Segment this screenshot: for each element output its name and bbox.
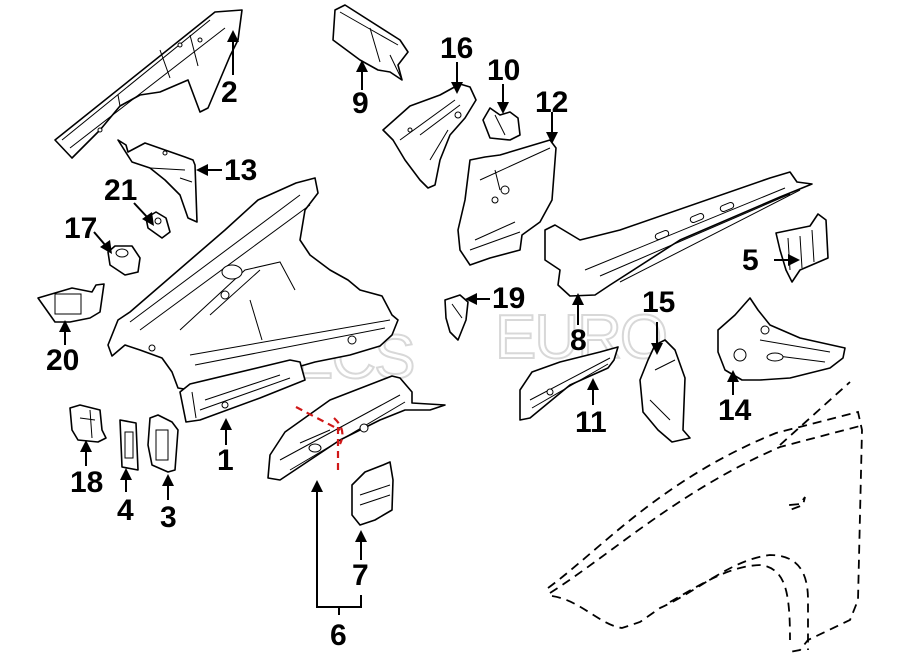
callout-21[interactable]: 21 [104, 174, 137, 207]
callout-5[interactable]: 5 [742, 244, 759, 277]
part-17-shock-mount-plate[interactable] [107, 245, 141, 276]
callout-14[interactable]: 14 [718, 394, 752, 427]
part-4-mount-plate[interactable] [119, 419, 139, 471]
part-20-front-apron-extension[interactable] [37, 283, 105, 323]
part-13-apron-brace[interactable] [117, 139, 198, 223]
callout-leaders [59, 30, 800, 615]
callout-9[interactable]: 9 [352, 87, 369, 120]
callout-12[interactable]: 12 [535, 86, 568, 119]
callout-1[interactable]: 1 [217, 444, 234, 477]
main-front-apron-assembly [107, 177, 399, 391]
callout-13[interactable]: 13 [224, 154, 257, 187]
part-6-front-rail-assembly[interactable] [267, 375, 446, 481]
callout-6[interactable]: 6 [330, 619, 347, 652]
callout-3[interactable]: 3 [160, 501, 177, 534]
part-3-bumper-mount-bracket[interactable] [147, 414, 179, 473]
part-10-small-support-bracket[interactable] [482, 107, 521, 141]
callout-16[interactable]: 16 [440, 32, 473, 65]
callout-15[interactable]: 15 [642, 286, 675, 319]
callout-10[interactable]: 10 [487, 54, 520, 87]
part-9-cowl-channel[interactable] [332, 4, 409, 81]
callout-4[interactable]: 4 [117, 494, 134, 527]
part-1-front-frame-rail[interactable] [179, 359, 306, 423]
part-2-upper-apron-reinforcement[interactable] [54, 9, 243, 159]
callout-7[interactable]: 7 [352, 559, 369, 592]
fender-outline [547, 381, 863, 653]
callout-19[interactable]: 19 [492, 282, 525, 315]
part-16-shock-tower-brace[interactable] [382, 83, 477, 189]
callout-17[interactable]: 17 [64, 212, 97, 245]
part-19-corner-gusset[interactable] [444, 294, 469, 341]
callout-11[interactable]: 11 [575, 406, 607, 439]
part-7-rail-extension[interactable] [351, 461, 394, 526]
section-cut-line [295, 406, 344, 472]
callout-2[interactable]: 2 [221, 76, 238, 109]
callout-labels: 2 9 16 10 12 13 21 17 20 19 5 8 15 11 14… [46, 32, 759, 652]
part-15-pillar-reinforcement[interactable] [639, 339, 691, 443]
part-5-rear-brace-bracket[interactable] [775, 213, 829, 283]
part-8-rocker-sill-rail[interactable] [544, 171, 813, 297]
callout-18[interactable]: 18 [70, 466, 103, 499]
part-14-floor-pan-extension[interactable] [717, 297, 846, 381]
callout-8[interactable]: 8 [570, 324, 587, 357]
part-12-hinge-pillar-panel[interactable] [457, 139, 557, 266]
callout-20[interactable]: 20 [46, 344, 79, 377]
part-18-bumper-bracket-small[interactable] [69, 404, 107, 443]
part-11-inner-rail-reinforcement[interactable] [519, 346, 619, 421]
